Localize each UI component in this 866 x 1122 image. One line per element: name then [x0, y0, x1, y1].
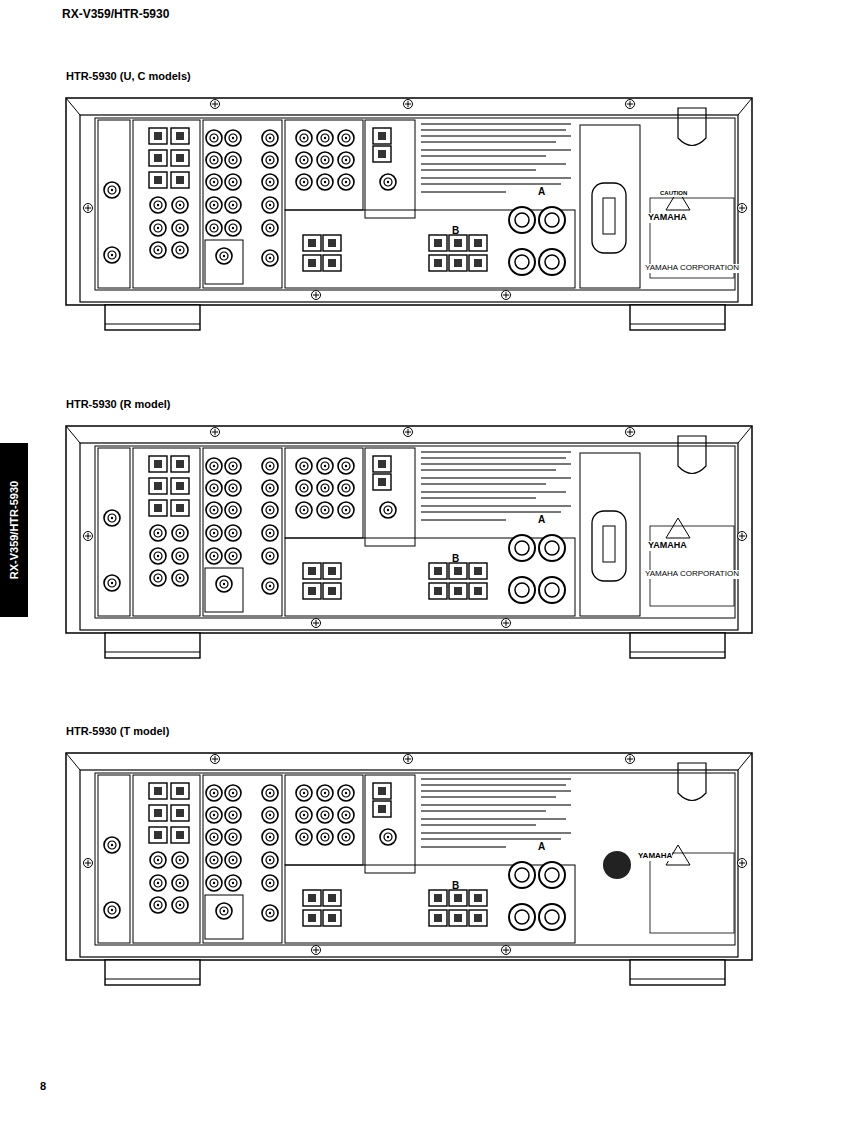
caution-label: CAUTION — [660, 190, 687, 197]
maker-label: YAMAHA CORPORATION — [645, 264, 739, 273]
section-heading: HTR-5930 (R model) — [66, 398, 171, 410]
section-heading: HTR-5930 (U, C models) — [66, 70, 191, 82]
terminal-label: A — [538, 841, 545, 852]
page-header: RX-V359/HTR-5930 — [62, 8, 169, 21]
side-tab: RX-V359/HTR-5930 — [8, 481, 20, 579]
terminal-label: A — [538, 186, 545, 197]
terminal-label: A — [538, 514, 545, 525]
section-heading: HTR-5930 (T model) — [66, 725, 169, 737]
terminal-label: B — [452, 880, 459, 891]
maker-label: YAMAHA CORPORATION — [645, 570, 739, 579]
brand-label: YAMAHA — [648, 541, 687, 551]
page-number: 8 — [40, 1080, 46, 1092]
brand-label: YAMAHA — [648, 213, 687, 223]
terminal-label: B — [452, 225, 459, 236]
brand-label: YAMAHA — [638, 852, 672, 861]
terminal-label: B — [452, 553, 459, 564]
